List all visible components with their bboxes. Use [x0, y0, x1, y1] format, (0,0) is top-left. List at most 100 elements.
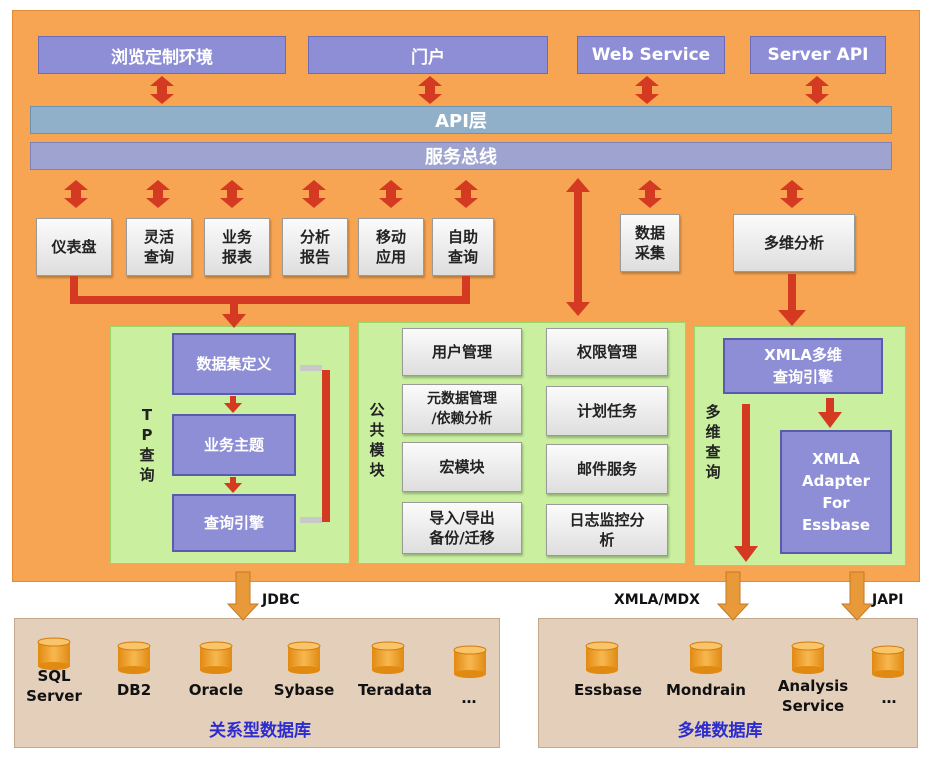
module-label: 自助	[447, 228, 478, 246]
module-label: 宏模块	[439, 458, 485, 476]
label-char: 模	[369, 441, 385, 459]
custom-browse-env-box: 浏览定制环境	[38, 36, 286, 74]
common-module-arrow	[566, 178, 590, 316]
multidim-query-label: 多 维 查 询	[702, 402, 724, 482]
metadata-management-box: 元数据管理/依赖分析	[402, 384, 522, 434]
module-label: 分析	[299, 228, 330, 246]
feedback-loop-bracket	[300, 365, 322, 523]
module-label: 权限管理	[576, 343, 637, 361]
common-module-label: 公 共 模 块	[366, 400, 388, 480]
arrow-head	[734, 546, 758, 562]
db-cylinder-icon	[117, 641, 151, 674]
arrow-head	[224, 403, 242, 413]
box-label: XMLA	[812, 450, 860, 468]
db-more-label: …	[881, 689, 897, 707]
double-arrow	[146, 180, 170, 208]
db-cylinder-icon	[871, 645, 905, 678]
bracket-segment	[70, 296, 470, 304]
double-arrow	[638, 180, 662, 208]
module-label: 导入/导出	[429, 509, 495, 527]
double-arrow	[150, 76, 174, 104]
label-char: 询	[705, 463, 721, 481]
label-char: T	[141, 406, 153, 424]
multidim-db-panel	[538, 618, 918, 748]
db-cylinder-icon	[585, 641, 619, 674]
box-label: Essbase	[801, 516, 871, 534]
jdbc-label: JDBC	[262, 592, 300, 608]
db-more-label: …	[461, 689, 477, 707]
arrow-head	[224, 483, 242, 493]
bracket-segment	[70, 276, 78, 302]
module-label: 日志监控分	[569, 511, 645, 529]
module-label: 计划任务	[576, 402, 637, 420]
double-arrow	[64, 180, 88, 208]
module-arrows	[64, 180, 804, 208]
label-char: 查	[705, 443, 721, 461]
module-label: 查询	[143, 248, 174, 266]
double-arrow	[635, 76, 659, 104]
user-management-box: 用户管理	[402, 328, 522, 376]
double-arrow	[454, 180, 478, 208]
query-engine-box: 查询引擎	[172, 494, 296, 552]
multidim-cylinders	[585, 641, 905, 678]
web-service-box: Web Service	[577, 36, 725, 74]
module-label: 业务	[221, 228, 252, 246]
module-business-report: 业务报表	[204, 218, 270, 276]
arrow-shaft	[788, 274, 796, 312]
relational-cylinders	[37, 637, 487, 678]
top-arrows	[150, 76, 829, 104]
module-label: 元数据管理	[427, 391, 497, 407]
module-label: 数据	[634, 224, 665, 242]
xmla-internal-arrows	[734, 398, 842, 562]
module-label: 应用	[375, 248, 406, 266]
bracket-segment	[230, 300, 238, 316]
box-label: Adapter	[802, 472, 870, 490]
server-api-box: Server API	[750, 36, 886, 74]
feedback-loop	[322, 370, 330, 522]
db-teradata-label: Teradata	[357, 681, 433, 699]
label-char: 询	[139, 466, 155, 484]
module-merge-bracket	[70, 276, 470, 328]
jdbc-arrow	[226, 571, 260, 621]
box-label: For	[822, 494, 850, 512]
analysis-to-xmla-arrow	[778, 274, 806, 326]
db-cylinder-icon	[791, 641, 825, 674]
module-mobile-app: 移动应用	[358, 218, 424, 276]
xmla-mdx-arrow	[716, 571, 750, 621]
module-label: /依赖分析	[431, 411, 493, 427]
arrow-head	[778, 310, 806, 326]
arrow-shaft	[826, 398, 834, 414]
import-export-box: 导入/导出备份/迁移	[402, 502, 522, 554]
tp-internal-arrows	[224, 370, 330, 522]
label-char: 查	[139, 446, 155, 464]
service-bus-bar: 服务总线	[30, 142, 892, 170]
module-dashboard: 仪表盘	[36, 218, 112, 276]
label-char: 公	[369, 401, 385, 419]
mail-service-box: 邮件服务	[546, 444, 668, 494]
double-arrow	[780, 180, 804, 208]
arrow-shaft	[742, 404, 750, 548]
data-collection-box: 数据采集	[620, 214, 680, 272]
module-label: 仪表盘	[51, 238, 97, 256]
double-arrow	[379, 180, 403, 208]
db-label-line: Service	[781, 697, 845, 715]
xmla-mdx-label: XMLA/MDX	[614, 592, 700, 608]
multidim-db-caption: 多维数据库	[677, 721, 763, 741]
module-label: 邮件服务	[576, 460, 637, 478]
module-label: 移动	[375, 228, 406, 246]
double-arrow	[302, 180, 326, 208]
db-cylinder-icon	[287, 641, 321, 674]
db-db2-label: DB2	[116, 681, 152, 699]
db-cylinder-icon	[37, 637, 71, 670]
db-oracle-label: Oracle	[188, 681, 244, 699]
log-monitoring-box: 日志监控分析	[546, 504, 668, 556]
module-label: 用户管理	[431, 343, 492, 361]
arrow-shaft	[230, 396, 236, 404]
db-cylinder-icon	[453, 645, 487, 678]
module-analysis-report: 分析报告	[282, 218, 348, 276]
module-self-query: 自助查询	[432, 218, 494, 276]
module-label: 查询	[447, 248, 478, 266]
